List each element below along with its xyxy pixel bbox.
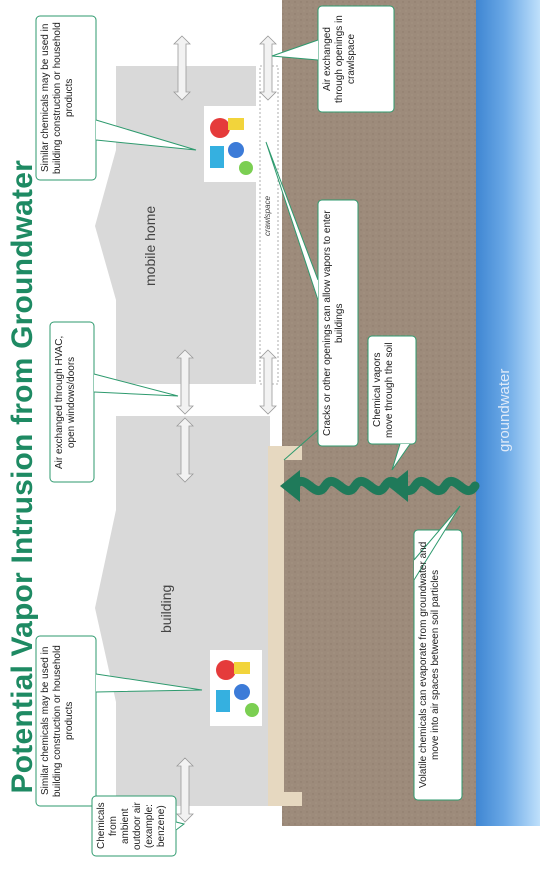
building-chemicals-callout: Similar chemicals may be used in buildin… bbox=[40, 645, 75, 797]
crawlspace-air-callout: Air exchanged through openings in crawls… bbox=[322, 15, 357, 103]
foundation bbox=[268, 446, 284, 806]
vapor-arrowheads bbox=[280, 470, 408, 502]
cracks-pointer bbox=[283, 429, 319, 461]
household-products-icon bbox=[204, 106, 258, 182]
footing-right bbox=[282, 792, 302, 806]
household-products-icon bbox=[210, 650, 262, 726]
soil-callout: Chemical vapors move through the soil bbox=[372, 342, 395, 438]
mobile-chemicals-callout: Similar chemicals may be used in buildin… bbox=[40, 22, 75, 174]
hvac-callout: Air exchanged through HVAC, open windows… bbox=[54, 335, 77, 469]
mobile-home-label: mobile home bbox=[142, 205, 158, 287]
double-arrow-icon bbox=[173, 35, 277, 823]
groundwater bbox=[476, 0, 540, 826]
crawlspace-label: crawlspace bbox=[263, 196, 272, 237]
volatile-callout: Volatile chemicals can evaporate from gr… bbox=[418, 541, 441, 789]
callout-boxes bbox=[35, 5, 463, 857]
vapor-wave-arrow-icon bbox=[290, 477, 480, 495]
groundwater-label: groundwater bbox=[496, 368, 513, 452]
cracks-callout: Cracks or other openings can allow vapor… bbox=[322, 210, 345, 436]
page-title: Potential Vapor Intrusion from Groundwat… bbox=[6, 160, 39, 794]
building-label: building bbox=[158, 584, 174, 634]
ambient-air-callout: Chemicals from ambient outdoor air (exam… bbox=[96, 802, 167, 850]
